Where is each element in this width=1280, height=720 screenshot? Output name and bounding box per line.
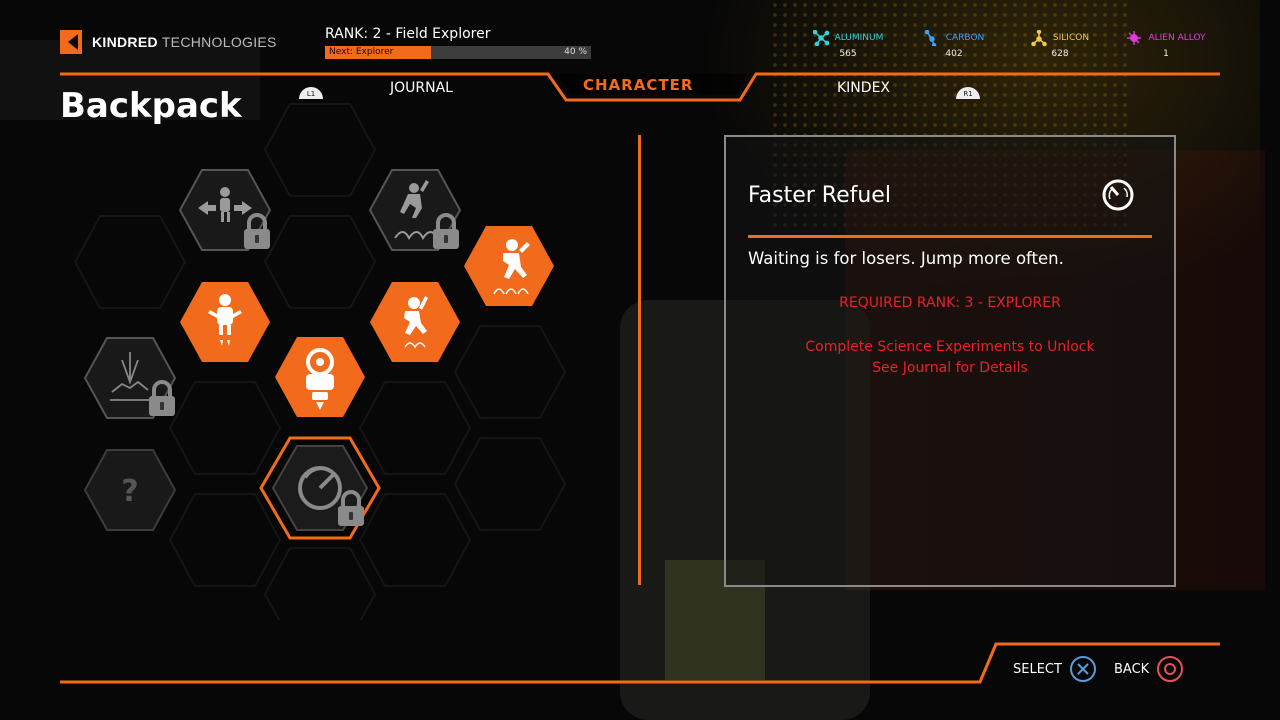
dash-icon bbox=[198, 187, 252, 222]
tab-journal[interactable]: JOURNAL bbox=[390, 80, 453, 96]
rank-progress-fill bbox=[325, 46, 432, 59]
skill-double-jump[interactable] bbox=[464, 226, 554, 306]
resource-carbon: CARBON 402 bbox=[901, 30, 1007, 59]
skill-ground-pound[interactable] bbox=[83, 337, 177, 419]
brand-name-light: TECHNOLOGIES bbox=[161, 34, 277, 50]
question-mark-icon: ? bbox=[121, 474, 138, 509]
resource-name: CARBON bbox=[945, 33, 985, 43]
brand-logo: KINDRED TECHNOLOGIES bbox=[60, 30, 277, 54]
resource-name: ALIEN ALLOY bbox=[1148, 33, 1206, 43]
l1-button-hint[interactable]: L1 bbox=[299, 87, 323, 99]
unlock-line: Complete Science Experiments to Unlock bbox=[805, 339, 1095, 355]
gauge-icon bbox=[298, 466, 342, 510]
skill-tree: ? bbox=[73, 103, 567, 620]
kindred-logo-icon bbox=[60, 30, 82, 54]
silicon-molecule-icon bbox=[1031, 30, 1047, 46]
brand-name-bold: KINDRED bbox=[92, 34, 158, 50]
skill-detail-panel: Faster Refuel Waiting is for losers. Jum… bbox=[724, 135, 1176, 587]
resource-aluminum: ALUMINUM 565 bbox=[795, 30, 901, 59]
alien-alloy-molecule-icon bbox=[1127, 31, 1142, 45]
rank-progress-bar: Next: Explorer 40 % bbox=[325, 46, 591, 59]
tab-kindex[interactable]: KINDEX bbox=[837, 80, 890, 96]
skill-jump[interactable] bbox=[370, 282, 460, 362]
skill-jetpack-boost[interactable] bbox=[180, 282, 270, 362]
resource-alien-alloy: ALIEN ALLOY 1 bbox=[1113, 30, 1219, 59]
select-label: SELECT bbox=[1013, 661, 1062, 677]
gauge-icon bbox=[1102, 179, 1134, 211]
panel-divider bbox=[638, 135, 641, 585]
high-jump-icon bbox=[394, 180, 438, 240]
skill-description: Waiting is for losers. Jump more often. bbox=[748, 249, 1064, 268]
detail-divider bbox=[748, 235, 1152, 238]
resource-value: 1 bbox=[1163, 49, 1169, 59]
jump-icon bbox=[404, 296, 428, 349]
skill-unknown[interactable]: ? bbox=[83, 449, 177, 531]
rank-panel: RANK: 2 - Field Explorer Next: Explorer … bbox=[325, 26, 591, 59]
jetpack-icon bbox=[306, 348, 334, 410]
resource-name: ALUMINUM bbox=[834, 33, 884, 43]
back-button[interactable]: BACK bbox=[1114, 656, 1184, 682]
resource-value: 628 bbox=[1051, 49, 1069, 59]
circle-button-icon bbox=[1157, 656, 1184, 682]
tab-bar-frame bbox=[60, 72, 1220, 102]
carbon-molecule-icon bbox=[924, 30, 936, 46]
resource-silicon: SILICON 628 bbox=[1007, 30, 1113, 59]
resource-counters: ALUMINUM 565 CARBON 402 SILICON 628 ALIE… bbox=[795, 30, 1219, 59]
tab-character[interactable]: CHARACTER bbox=[583, 76, 694, 94]
resource-value: 565 bbox=[839, 49, 857, 59]
rank-title: RANK: 2 - Field Explorer bbox=[325, 26, 491, 42]
rank-progress-text: 40 % bbox=[564, 47, 587, 57]
resource-name: SILICON bbox=[1052, 33, 1090, 43]
skill-faster-refuel[interactable] bbox=[259, 436, 381, 540]
skill-jetpack[interactable] bbox=[275, 337, 365, 417]
cross-button-icon bbox=[1069, 656, 1096, 682]
jetpack-boost-icon bbox=[208, 294, 242, 346]
required-rank: REQUIRED RANK: 3 - EXPLORER bbox=[839, 295, 1061, 311]
page-title: Backpack bbox=[60, 86, 242, 126]
double-jump-icon bbox=[493, 239, 530, 295]
resource-value: 402 bbox=[945, 49, 963, 59]
aluminum-molecule-icon bbox=[812, 30, 829, 46]
ground-pound-icon bbox=[110, 352, 150, 401]
unlock-instructions: Complete Science Experiments to Unlock S… bbox=[726, 337, 1174, 379]
rank-next-label: Next: Explorer bbox=[329, 47, 394, 57]
unlock-line: See Journal for Details bbox=[872, 360, 1028, 376]
skill-detail-title: Faster Refuel bbox=[748, 183, 891, 208]
select-button[interactable]: SELECT bbox=[1013, 656, 1096, 682]
back-label: BACK bbox=[1114, 661, 1150, 677]
skill-high-jump[interactable] bbox=[368, 169, 462, 251]
footer-frame bbox=[60, 642, 1220, 684]
r1-button-hint[interactable]: R1 bbox=[956, 87, 980, 99]
skill-dash-left-right[interactable] bbox=[178, 169, 272, 251]
